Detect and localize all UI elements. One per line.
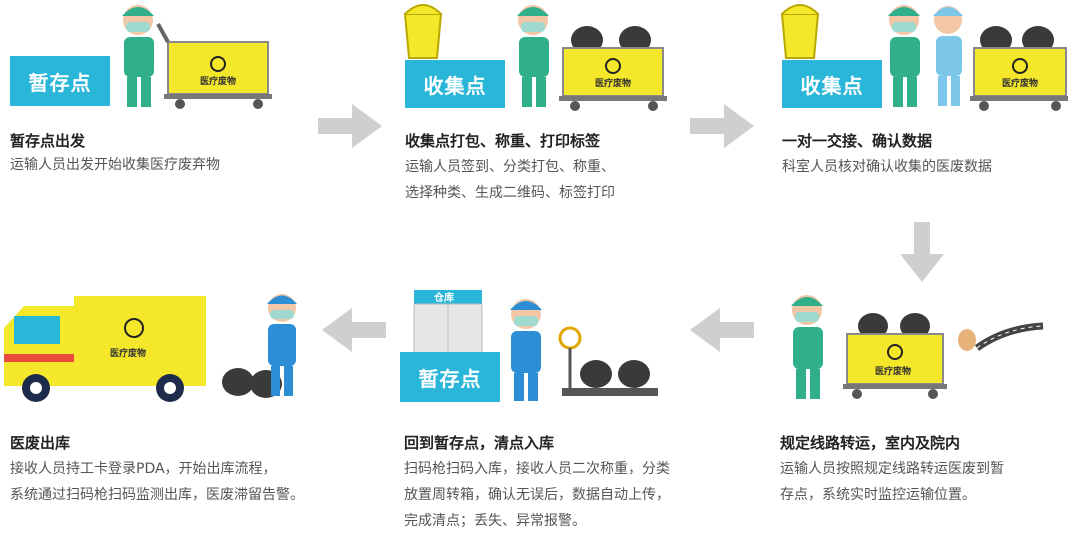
step4-desc-line1: 运输人员按照规定线路转运医废到暂 [780, 461, 1004, 477]
svg-text:医疗废物: 医疗废物 [875, 365, 911, 377]
step2-desc-line2: 选择种类、生成二维码、标签打印 [405, 185, 615, 201]
step2-label: 收集点 [405, 60, 505, 108]
waste-bin-icon [780, 4, 820, 59]
location-pin-icon [958, 329, 976, 351]
worker-icon [888, 5, 920, 107]
arrow-left-icon [690, 308, 754, 352]
medical-waste-cart-icon: 医疗废物 [843, 313, 947, 399]
worker-icon [122, 5, 154, 107]
medical-waste-cart-icon: 医疗废物 [970, 26, 1068, 111]
step5-label: 暂存点 [400, 352, 500, 402]
step3-label: 收集点 [782, 60, 882, 108]
arrow-right-icon [318, 104, 382, 148]
step6-desc-line2: 系统通过扫码枪扫码监测出库，医废滞留告警。 [10, 487, 304, 503]
step1-title: 暂存点出发 [10, 132, 86, 150]
warehouse-icon: 仓库 [413, 290, 483, 357]
worker-icon [791, 295, 823, 399]
arrow-left-icon [322, 308, 386, 352]
road-icon [974, 322, 1044, 351]
step4-title: 规定线路转运，室内及院内 [780, 434, 961, 452]
step5-illustration: 仓库 [413, 290, 658, 401]
worker-icon [510, 299, 542, 401]
truck-icon: 医疗废物 [4, 296, 206, 402]
svg-text:医疗废物: 医疗废物 [1002, 77, 1038, 89]
step4-desc-line2: 存点，系统实时监控运输位置。 [780, 487, 976, 503]
step2-illustration: 医疗废物 [403, 4, 667, 111]
waste-bin-icon [403, 4, 443, 59]
arrow-down-icon [900, 222, 944, 282]
step1-desc-line1: 运输人员出发开始收集医疗废弃物 [10, 157, 220, 173]
step1-label: 暂存点 [10, 56, 110, 106]
step5-title: 回到暂存点，清点入库 [404, 434, 555, 452]
arrow-right-icon [690, 104, 754, 148]
worker-icon [517, 5, 549, 107]
svg-text:医疗废物: 医疗废物 [595, 77, 631, 89]
medical-waste-cart-icon: 医疗废物 [559, 26, 667, 111]
step3-title: 一对一交接、确认数据 [782, 132, 933, 150]
step5-desc-line3: 完成清点；丢失、异常报警。 [404, 513, 586, 529]
step6-illustration: 医疗废物 [4, 294, 297, 402]
step3-desc-line1: 科室人员核对确认收集的医废数据 [782, 159, 992, 175]
scale-icon [558, 326, 658, 396]
step2-desc-line1: 运输人员签到、分类打包、称重、 [405, 159, 615, 175]
medical-waste-cart-icon: 医疗废物 [156, 23, 272, 109]
svg-text:医疗废物: 医疗废物 [110, 347, 146, 359]
cart-label: 医疗废物 [200, 75, 236, 87]
worker-icon [267, 294, 297, 396]
step5-desc-line2: 放置周转箱，确认无误后，数据自动上传， [404, 487, 670, 503]
step5-desc-line1: 扫码枪扫码入库，接收人员二次称重，分类 [404, 461, 670, 477]
step6-desc-line1: 接收人员持工卡登录PDA，开始出库流程， [10, 461, 277, 477]
step4-illustration: 医疗废物 [791, 295, 1044, 399]
nurse-icon [933, 6, 963, 106]
step1-illustration: 医疗废物 [122, 5, 272, 109]
warehouse-label: 仓库 [433, 291, 454, 304]
step6-title: 医废出库 [10, 434, 71, 452]
step2-title: 收集点打包、称重、打印标签 [405, 132, 601, 150]
step3-illustration: 医疗废物 [780, 4, 1068, 111]
